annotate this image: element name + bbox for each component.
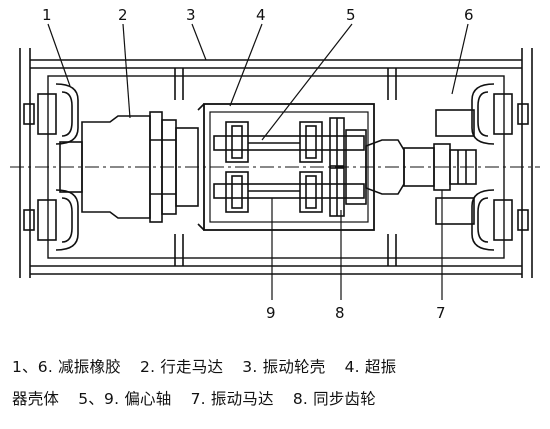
leader-lines bbox=[47, 23, 469, 300]
caption-item: 1、6. 减振橡胶 bbox=[12, 358, 121, 376]
eccentric-shaft-upper bbox=[213, 121, 365, 163]
right-rubber-damper bbox=[435, 83, 529, 251]
part-number-8: 8 bbox=[335, 304, 345, 322]
caption-line-1: 1、6. 减振橡胶 2. 行走马达 3. 振动轮壳 4. 超振 bbox=[12, 352, 542, 382]
caption-line-2: 器壳体 5、9. 偏心轴 7. 振动马达 8. 同步齿轮 bbox=[12, 384, 542, 414]
caption-item: 5、9. 偏心轴 bbox=[78, 390, 172, 408]
caption-item: 7. 振动马达 bbox=[190, 390, 274, 408]
part-number-2: 2 bbox=[118, 6, 128, 24]
outer-frame bbox=[19, 48, 533, 278]
part-number-4: 4 bbox=[256, 6, 266, 24]
caption-item: 8. 同步齿轮 bbox=[292, 390, 376, 408]
part-number-7: 7 bbox=[436, 304, 446, 322]
part-number-1: 1 bbox=[42, 6, 52, 24]
vibratory-drum-cross-section-diagram: 1 2 3 4 5 6 9 8 7 bbox=[10, 6, 540, 322]
part-number-9: 9 bbox=[266, 304, 276, 322]
part-number-3: 3 bbox=[186, 6, 196, 24]
eccentric-shaft-lower bbox=[213, 171, 365, 213]
caption-item: 3. 振动轮壳 bbox=[242, 358, 326, 376]
part-number-5: 5 bbox=[346, 6, 356, 24]
caption-item: 4. 超振 bbox=[344, 358, 397, 376]
caption-item: 器壳体 bbox=[12, 390, 60, 408]
caption-item: 2. 行走马达 bbox=[140, 358, 224, 376]
part-number-6: 6 bbox=[464, 6, 474, 24]
